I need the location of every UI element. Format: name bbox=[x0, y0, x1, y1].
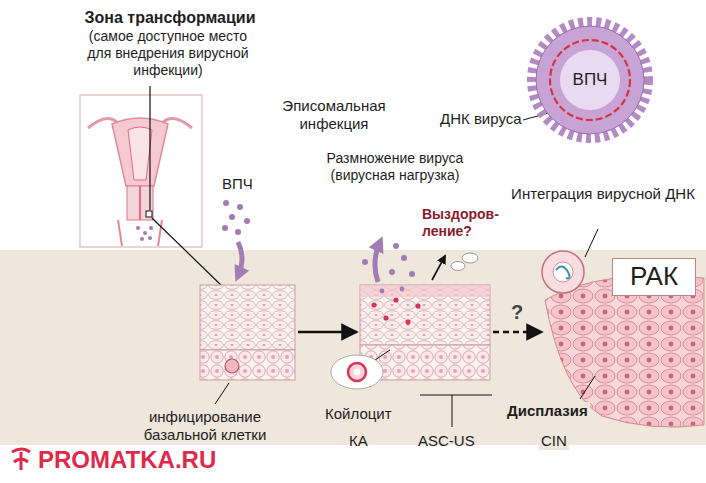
label: Размножение вируса (вирусная нагрузка) bbox=[300, 150, 490, 184]
label: (самое доступное место для внедрения вир… bbox=[80, 28, 256, 78]
tissue-block: ASC-US bbox=[360, 285, 490, 380]
node-label: CIN bbox=[539, 432, 569, 450]
label: ВПЧ bbox=[222, 175, 253, 193]
tissue-block: инфицирование базальной клетки bbox=[200, 285, 295, 380]
label: ДНК вируса bbox=[440, 110, 522, 128]
node-label: Дисплазия bbox=[505, 402, 590, 420]
connector-arrow bbox=[298, 331, 357, 334]
label: Выздоров- ление? bbox=[422, 206, 504, 240]
node-label: инфицирование базальной клетки bbox=[135, 408, 275, 444]
label: Интеграция вирусной ДНК bbox=[505, 185, 701, 203]
node-label: ASC-US bbox=[418, 432, 475, 450]
virus-circle: ВПЧ bbox=[525, 15, 655, 145]
label: КА bbox=[349, 432, 368, 450]
connector-arrow bbox=[493, 331, 542, 334]
cancer-box: РАК bbox=[612, 258, 696, 296]
label: Койлоцит bbox=[325, 405, 392, 423]
node-text: ВПЧ bbox=[525, 70, 655, 90]
edge-label: ? bbox=[511, 300, 523, 324]
node-text: РАК bbox=[630, 261, 678, 292]
label: Зона трансформации bbox=[55, 8, 285, 27]
label: Эписомальная инфекция bbox=[278, 97, 390, 133]
tissue-block: ДисплазияCIN bbox=[545, 280, 700, 425]
watermark: PROMATKA.RU bbox=[38, 446, 216, 475]
